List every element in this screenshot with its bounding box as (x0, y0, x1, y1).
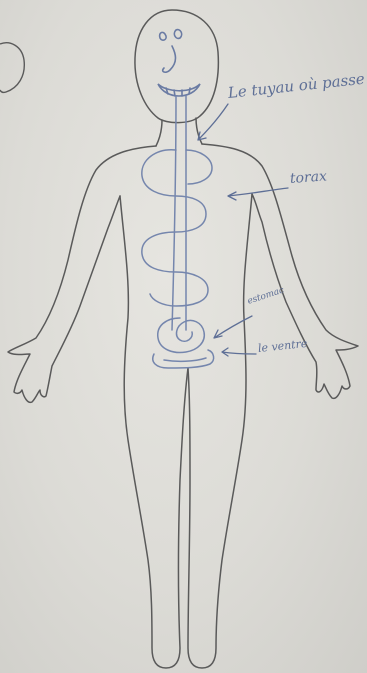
apple-doodle (0, 43, 24, 93)
thorax-label: torax (290, 169, 328, 186)
stomach-coil (158, 318, 205, 352)
esophagus-left (172, 96, 176, 330)
right-torso-leg (188, 194, 252, 668)
thorax-squiggle-top (186, 150, 212, 184)
nose (163, 46, 176, 72)
left-torso-leg (120, 196, 188, 668)
neck-left (156, 120, 162, 146)
stomach-arrow (214, 316, 252, 338)
right-eye (174, 30, 181, 39)
belly-shape-inner (164, 358, 206, 361)
belly-arrow (222, 348, 256, 356)
left-eye (160, 32, 167, 40)
thorax-arrow (228, 188, 288, 200)
right-arm-outline (202, 144, 358, 398)
pipe-arrow (198, 104, 228, 140)
left-arm-outline (8, 146, 156, 402)
mouth (158, 84, 200, 96)
